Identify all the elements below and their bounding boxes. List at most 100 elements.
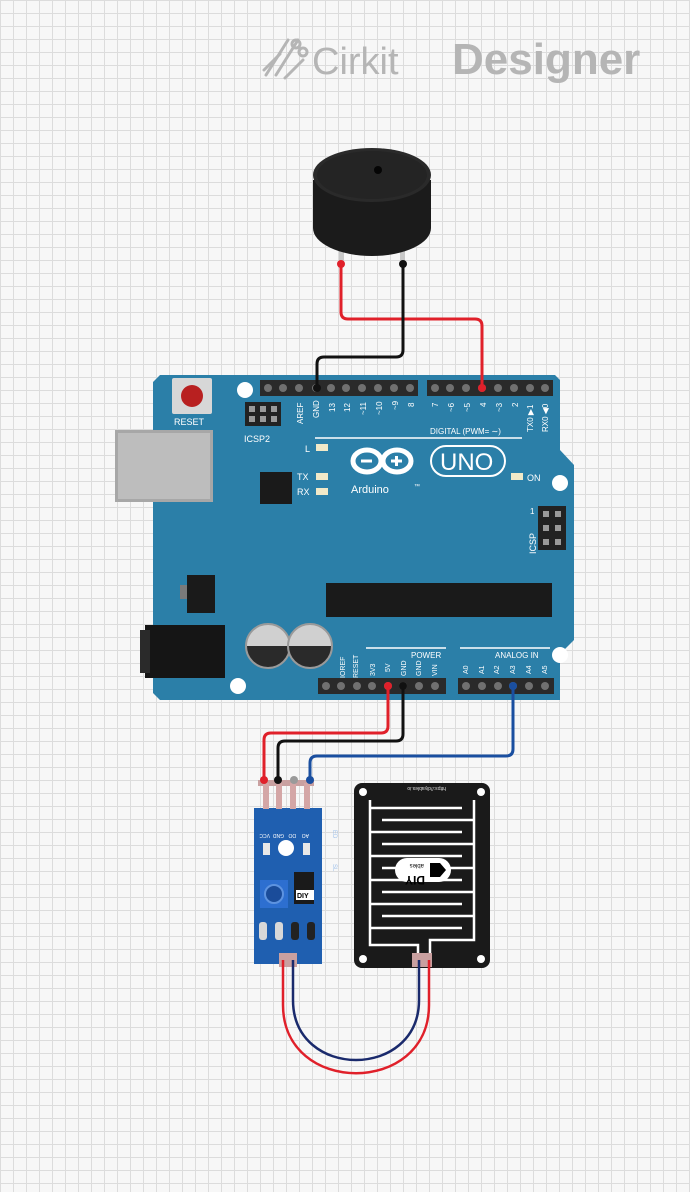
board-pcb <box>153 375 574 700</box>
module-probe-connector <box>279 953 297 967</box>
buzzer[interactable] <box>313 148 431 266</box>
pin-label-4: 4 <box>479 402 488 407</box>
buzzer-top-ring <box>317 151 427 199</box>
led-on <box>511 473 523 480</box>
pin-label-tx0: TX0 ▶1 <box>526 404 535 432</box>
pin-label-7: 7 <box>431 402 440 407</box>
voltage-regulator <box>187 575 215 613</box>
icsp-pin-one: 1 <box>530 507 535 516</box>
icsp2-header <box>245 402 281 426</box>
pin-label-3: ~3 <box>495 402 504 412</box>
capacitor <box>287 623 333 669</box>
digital-header-right <box>427 380 553 396</box>
icsp-header <box>538 506 566 550</box>
pin-label-6: ~6 <box>447 402 456 412</box>
pin-label-a5: A5 <box>542 665 549 674</box>
pin-label-3v3: 3V3 <box>370 663 377 676</box>
plate-brand-badge: DIY <box>405 873 425 887</box>
buzzer-sound-hole <box>374 166 382 174</box>
led-l <box>316 444 328 451</box>
plate-url: https://diyables.io <box>407 785 446 791</box>
icsp-label: ICSP <box>528 533 538 554</box>
wire-probe-red[interactable] <box>281 960 431 1075</box>
arduino-brand-text: Arduino <box>351 484 389 496</box>
power-jack <box>145 625 225 678</box>
pin-label-vin: VIN <box>432 664 439 676</box>
wire-buzzer-negative-gnd[interactable] <box>315 265 405 388</box>
pin-label-9: ~9 <box>391 400 400 410</box>
pin-label-a3: A3 <box>510 665 517 674</box>
pin-label-gnd: GND <box>312 400 321 418</box>
module-side-label-ed: ED <box>331 830 337 839</box>
rain-detection-plate[interactable]: https://diyables.io DIY ables <box>354 783 490 968</box>
module-pin-ao: AO <box>302 832 309 838</box>
pin-label-a1: A1 <box>479 665 486 674</box>
reset-label: RESET <box>174 417 205 427</box>
usb-chip <box>260 472 292 504</box>
pin-label-5v: 5V <box>385 663 392 672</box>
mounting-hole <box>552 647 568 663</box>
mounting-hole <box>230 678 246 694</box>
buzzer-body <box>313 180 431 256</box>
analog-section-label: ANALOG IN <box>495 651 539 660</box>
plate-brand-icon <box>430 863 446 877</box>
capacitor <box>245 623 291 669</box>
module-led-signal <box>303 843 310 855</box>
led-rx-label: RX <box>297 487 310 497</box>
module-pin-gnd: GND <box>273 832 285 838</box>
module-side-label-sl: SL <box>331 864 337 872</box>
wire-buzzer-positive-d4[interactable] <box>339 265 484 388</box>
mounting-hole <box>237 382 253 398</box>
wire-a3-ao[interactable] <box>308 686 515 780</box>
brand-name-designer: Designer <box>452 35 640 84</box>
module-brand-badge: DIY <box>297 893 309 900</box>
pin-label-13: 13 <box>328 403 337 412</box>
brand-name-cirkit: Cirkit <box>312 41 399 83</box>
pin-label-a2: A2 <box>494 665 501 674</box>
pin-label-8: 8 <box>407 402 416 407</box>
led-on-label: ON <box>527 473 541 483</box>
pin-label-2: 2 <box>511 402 520 407</box>
pin-label-rx0: RX0 ◀0 <box>541 403 550 432</box>
pin-label-aref: AREF <box>296 403 305 424</box>
buzzer-leg-positive <box>339 240 344 266</box>
pin-label-10: ~10 <box>375 401 384 415</box>
pin-label-gnd-1: GND <box>401 660 408 676</box>
cirkit-logo: Cirkit Designer <box>262 35 640 84</box>
arduino-logo-icon <box>350 447 414 475</box>
led-tx <box>316 473 328 480</box>
uno-label: UNO <box>440 449 493 476</box>
wire-probe-blue[interactable] <box>291 960 421 1062</box>
plate-corner-holes <box>359 788 485 963</box>
mounting-hole <box>552 475 568 491</box>
pin-label-12: 12 <box>343 403 352 412</box>
wire-5v-vcc[interactable] <box>262 686 390 780</box>
analog-header <box>458 678 554 694</box>
module-potentiometer-knob[interactable] <box>264 884 284 904</box>
led-l-label: L <box>305 444 310 454</box>
module-mount-hole <box>278 840 294 856</box>
uno-badge <box>430 445 506 477</box>
module-header-pins <box>258 780 314 809</box>
power-section-label: POWER <box>411 651 441 660</box>
led-tx-label: TX <box>297 472 309 482</box>
digital-header-left <box>260 380 418 396</box>
led-rx <box>316 488 328 495</box>
rain-sensor-module[interactable]: VCC GND DO AO ED SL DIY <box>254 780 337 967</box>
wire-gnd-gnd[interactable] <box>276 686 405 780</box>
reset-button[interactable] <box>181 385 203 407</box>
pin-label-a0: A0 <box>463 665 470 674</box>
wire-endpoints <box>260 260 517 784</box>
cirkit-logo-icon <box>262 38 309 80</box>
arduino-tm: ™ <box>414 483 420 490</box>
plate-brand-sub: ables <box>410 862 424 868</box>
usb-connector-inner <box>118 433 210 499</box>
power-header <box>318 678 446 694</box>
module-pin-do: DO <box>288 832 296 838</box>
voltage-regulator-tab <box>180 585 188 599</box>
pin-label-ioref: IOREF <box>340 657 347 678</box>
icsp2-label: ICSP2 <box>244 434 270 444</box>
arduino-uno-board[interactable]: RESET ICSP2 <box>115 375 574 700</box>
module-pin-vcc: VCC <box>259 832 270 838</box>
digital-pwm-label: DIGITAL (PWM= ∼) <box>430 427 501 436</box>
